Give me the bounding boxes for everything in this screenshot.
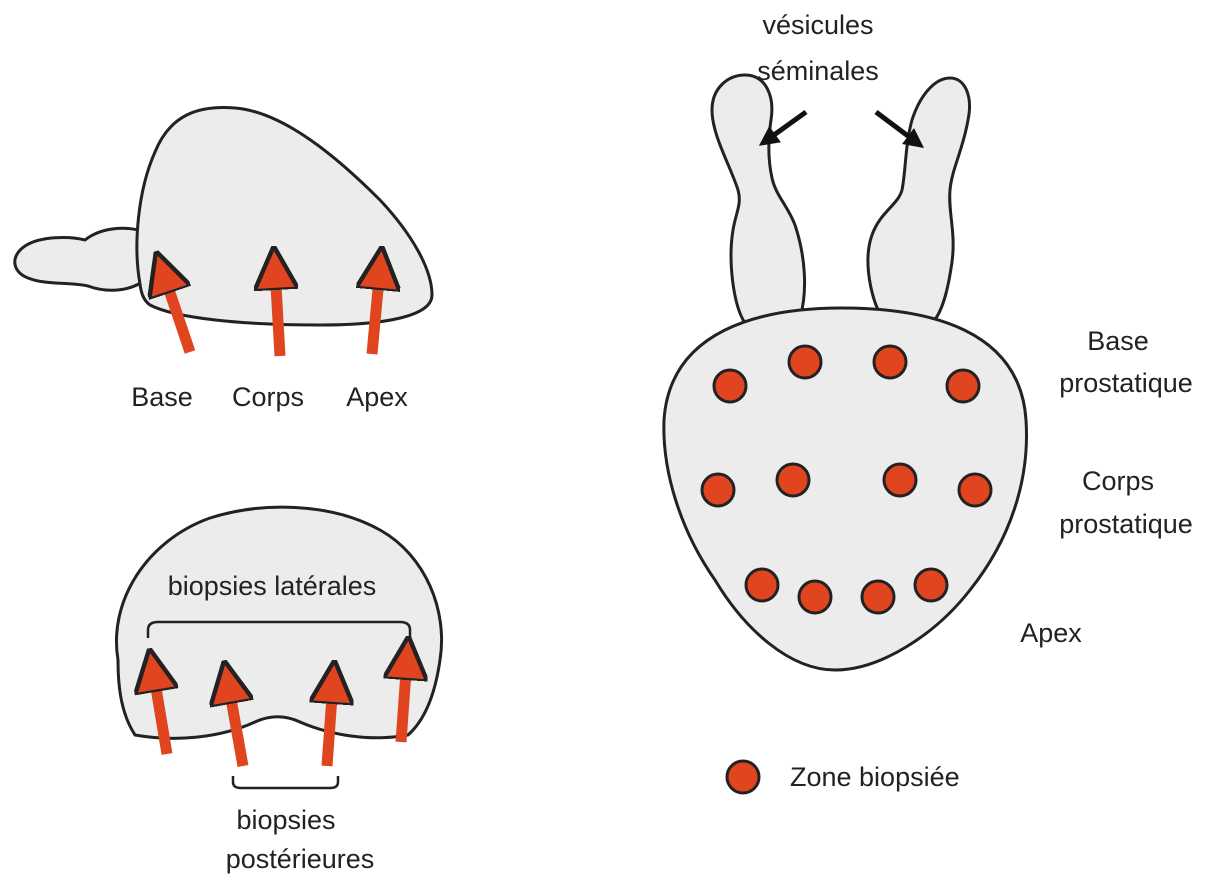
- legend-zone-label: Zone biopsiée: [790, 762, 960, 792]
- transverse-view: biopsies latérales biopsies postérieures: [116, 507, 441, 874]
- zone-corps-label-1: Corps: [1082, 466, 1154, 496]
- biopsy-dot: [714, 370, 746, 402]
- zone-apex-label: Apex: [1020, 618, 1082, 648]
- biopsy-dot: [959, 474, 991, 506]
- sagittal-label-corps: Corps: [232, 382, 304, 412]
- posterior-arrow-4: [401, 658, 407, 742]
- posterior-biopsies-bracket: [233, 776, 338, 788]
- zone-base-label-2: prostatique: [1059, 368, 1193, 398]
- biopsy-dot: [862, 581, 894, 613]
- vesicles-label-2: séminales: [757, 56, 879, 86]
- vesicles-label-1: vésicules: [762, 10, 873, 40]
- biopsy-dot: [874, 346, 906, 378]
- biopsy-dot: [702, 474, 734, 506]
- corps-arrow: [275, 268, 280, 356]
- sagittal-label-base: Base: [131, 382, 193, 412]
- biopsy-dot: [746, 569, 778, 601]
- sagittal-prostate-shape: [137, 108, 432, 325]
- coronal-view: vésicules séminales Base prostatique Cor…: [664, 10, 1193, 793]
- biopsy-dot: [799, 581, 831, 613]
- sagittal-label-apex: Apex: [346, 382, 408, 412]
- biopsy-dot: [789, 346, 821, 378]
- lateral-biopsies-label: biopsies latérales: [168, 571, 377, 601]
- sagittal-view: Base Corps Apex: [15, 108, 432, 412]
- posterior-biopsies-label-2: postérieures: [226, 844, 375, 874]
- zone-corps-label-2: prostatique: [1059, 509, 1193, 539]
- sagittal-vesicle-shape: [15, 228, 145, 290]
- posterior-biopsies-label-1: biopsies: [236, 805, 335, 835]
- biopsy-dot: [884, 464, 916, 496]
- zone-base-label-1: Base: [1087, 326, 1149, 356]
- left-seminal-vesicle: [712, 75, 805, 323]
- biopsy-dot: [777, 464, 809, 496]
- posterior-arrow-3: [327, 682, 333, 766]
- biopsy-dot: [947, 370, 979, 402]
- biopsy-dot: [915, 569, 947, 601]
- legend-zone-icon: [727, 761, 759, 793]
